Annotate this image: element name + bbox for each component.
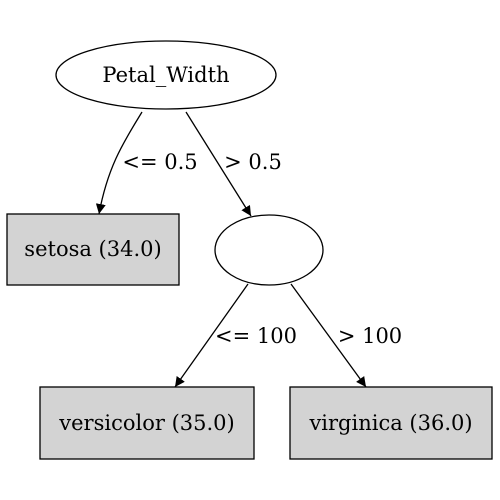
edge-inner-to-versicolor xyxy=(174,283,249,388)
edge-inner-to-virginica xyxy=(290,283,367,388)
edge-root-to-setosa xyxy=(95,111,143,215)
leaf-node-versicolor-label: versicolor (35.0) xyxy=(58,411,234,435)
leaf-node-virginica-label: virginica (36.0) xyxy=(308,411,472,435)
edge-label-le-100: <= 100 xyxy=(215,324,297,348)
edge-root-to-inner xyxy=(185,111,252,217)
root-node xyxy=(55,40,277,110)
inner-node xyxy=(214,214,324,286)
edge-label-le-0-5: <= 0.5 xyxy=(122,150,197,174)
edge-label-gt-0-5: > 0.5 xyxy=(224,150,282,174)
root-node-label: Petal_Width xyxy=(102,63,229,87)
leaf-node-setosa xyxy=(6,213,180,286)
leaf-node-setosa-label: setosa (34.0) xyxy=(24,237,161,261)
edge-label-gt-100: > 100 xyxy=(338,324,402,348)
leaf-node-virginica xyxy=(289,386,493,460)
leaf-node-versicolor xyxy=(39,386,255,460)
